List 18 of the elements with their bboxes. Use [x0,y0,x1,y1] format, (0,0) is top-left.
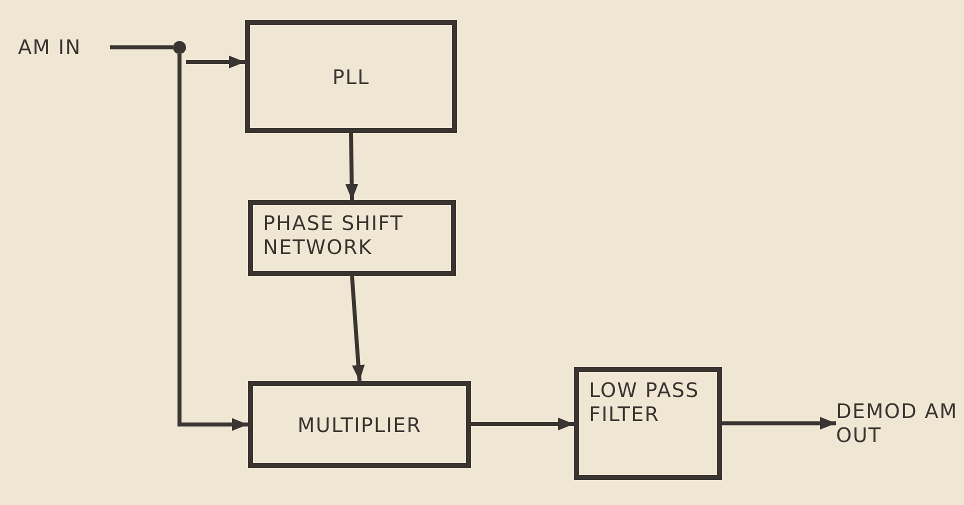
block-label: LOW PASS FILTER [589,378,700,426]
arrow [178,54,248,431]
arrow [186,56,245,68]
block-label: PHASE SHIFT NETWORK [263,211,404,259]
arrow [471,418,574,430]
arrow [350,276,365,382]
block-label: PLL [332,64,370,88]
input-label: AM IN [18,35,110,59]
block-label: MULTIPLIER [297,412,422,436]
process-box [248,200,456,276]
output-label: DEMOD AM OUT [836,399,962,447]
connector-line [110,45,173,50]
process-box [248,381,471,468]
process-box [574,367,722,480]
junction-dot [173,41,186,54]
process-box [245,20,457,133]
arrow [722,416,836,430]
arrow [345,132,358,200]
